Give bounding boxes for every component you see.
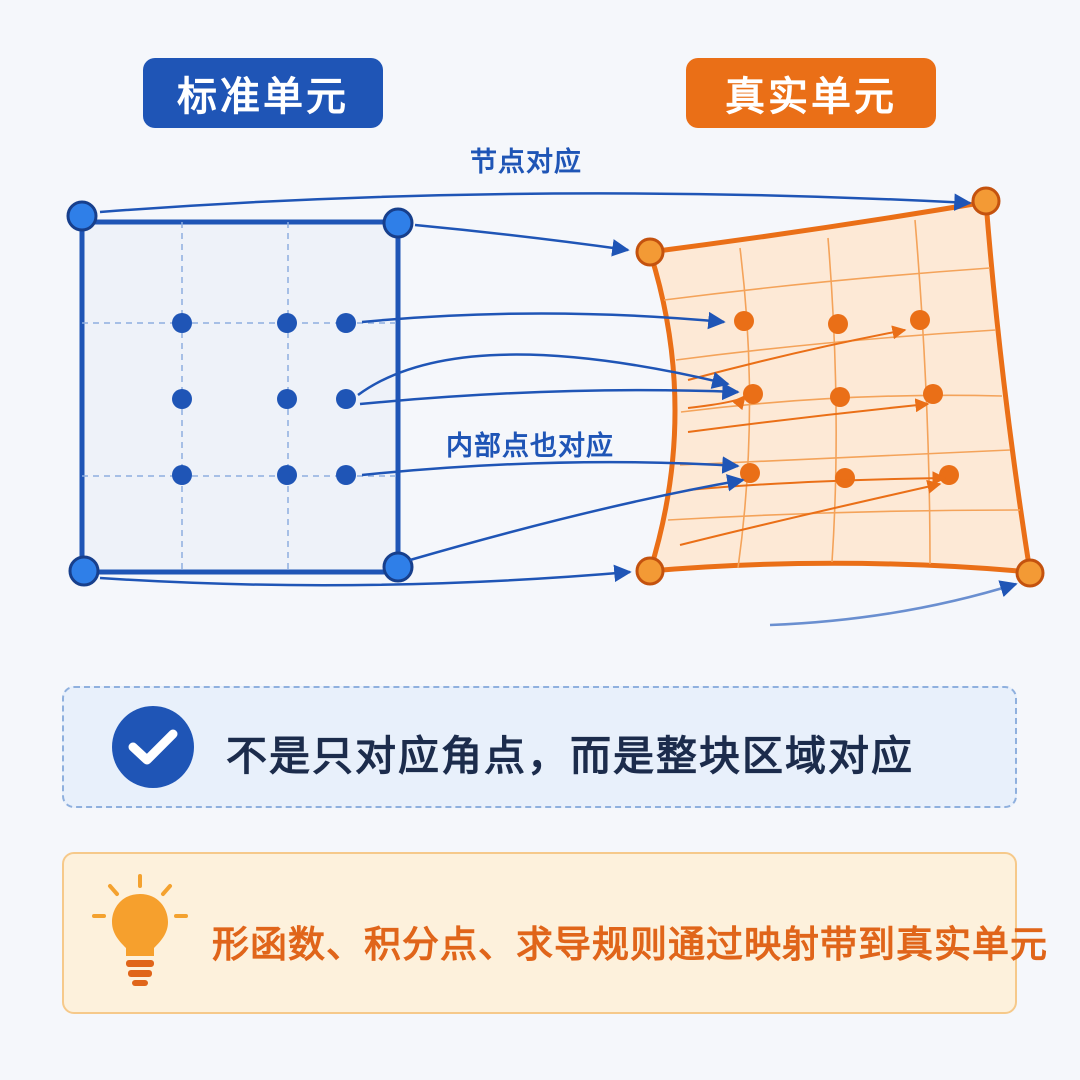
interior-point xyxy=(830,387,850,407)
interior-point xyxy=(743,384,763,404)
interior-point xyxy=(172,389,192,409)
check-circle-icon xyxy=(112,706,194,788)
real-interior-points xyxy=(734,310,959,488)
interior-arrow xyxy=(409,474,745,562)
corner-node xyxy=(68,555,100,587)
standard-element-title: 标准单元 xyxy=(143,58,383,128)
interior-point xyxy=(172,313,192,333)
standard-element xyxy=(66,200,414,587)
mapping-tip-box xyxy=(62,852,1017,1014)
mapping-tip-text: 形函数、积分点、求导规则通过映射带到真实单元 xyxy=(212,923,1048,966)
interior-point xyxy=(336,389,356,409)
interior-point xyxy=(828,314,848,334)
interior-arrow xyxy=(361,311,726,330)
node-correspondence-label: 节点对应 xyxy=(470,147,582,178)
interior-point xyxy=(277,389,297,409)
lightbulb-icon xyxy=(92,874,188,986)
interior-point xyxy=(336,313,356,333)
standard-interior-points xyxy=(172,313,356,485)
interior-point xyxy=(336,465,356,485)
corner-node xyxy=(382,551,414,583)
node-arrow xyxy=(99,192,972,214)
interior-point xyxy=(277,313,297,333)
node-arrow xyxy=(769,580,1018,627)
corner-node xyxy=(971,186,1001,216)
real-element-title: 真实单元 xyxy=(686,58,936,128)
interior-arrow xyxy=(359,382,740,406)
corner-node xyxy=(382,207,414,239)
interior-point xyxy=(939,465,959,485)
interior-point xyxy=(835,468,855,488)
region-note-box xyxy=(62,686,1017,808)
interior-point xyxy=(172,465,192,485)
standard-corner-nodes xyxy=(66,200,414,587)
interior-point xyxy=(734,311,754,331)
region-note-text: 不是只对应角点，而是整块区域对应 xyxy=(226,732,914,780)
interior-arrow xyxy=(357,353,730,397)
real-corner-nodes xyxy=(635,186,1045,588)
interior-point xyxy=(910,310,930,330)
mapping-diagram xyxy=(66,186,1045,627)
corner-node xyxy=(635,237,665,267)
corner-node xyxy=(635,556,665,586)
mapping-arrows xyxy=(99,192,1018,627)
corner-node xyxy=(1015,558,1045,588)
standard-grid xyxy=(82,222,398,572)
real-element xyxy=(635,186,1045,588)
node-arrow xyxy=(414,223,630,257)
node-arrow xyxy=(99,564,632,587)
interior-correspondence-label: 内部点也对应 xyxy=(446,431,614,462)
corner-node xyxy=(66,200,98,232)
interior-point xyxy=(923,384,943,404)
interior-arrow xyxy=(361,456,740,477)
interior-point xyxy=(277,465,297,485)
interior-point xyxy=(740,463,760,483)
